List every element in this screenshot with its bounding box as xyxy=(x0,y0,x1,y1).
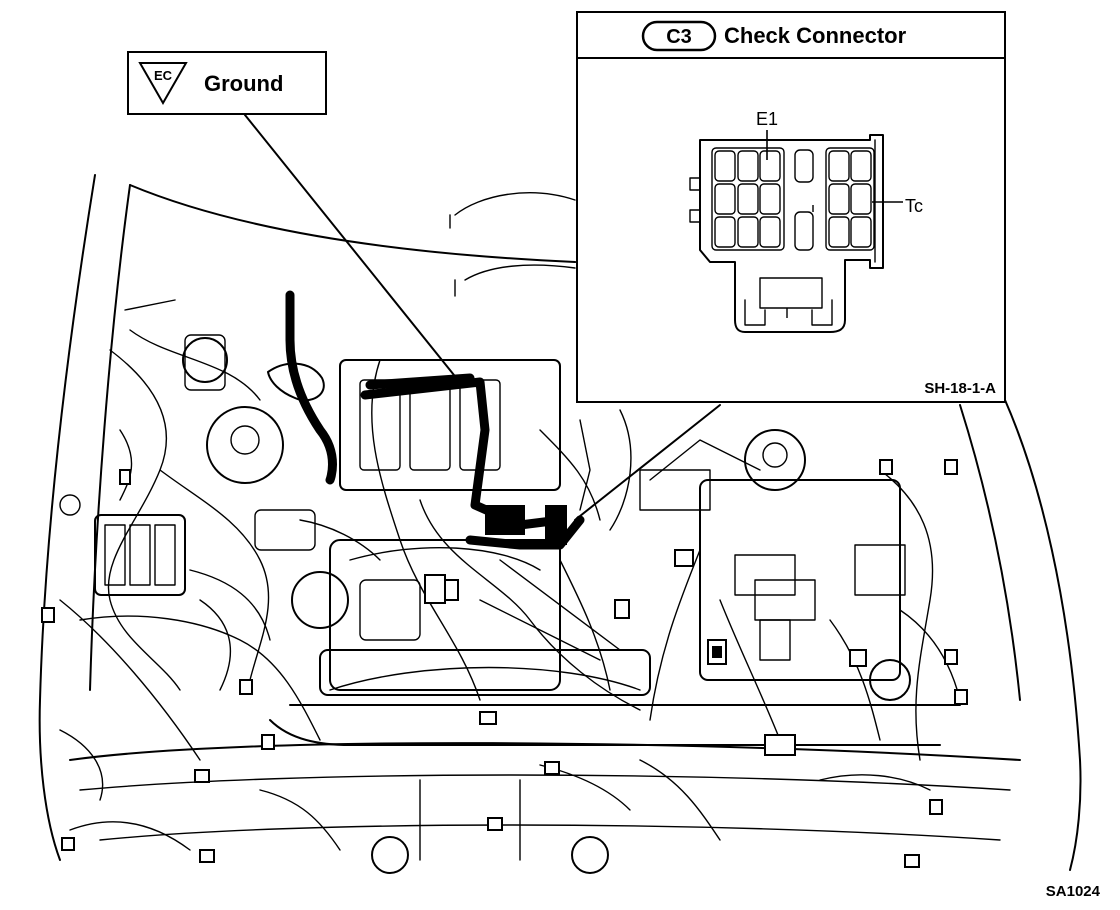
ground-label-text: Ground xyxy=(204,71,283,96)
pin-e1-label: E1 xyxy=(756,109,778,129)
ground-code: EC xyxy=(154,68,173,83)
inset-frame xyxy=(576,11,1006,403)
connector-code: C3 xyxy=(666,26,692,48)
engine-bay-drawing xyxy=(38,174,1082,874)
ground-callout: EC Ground xyxy=(127,51,327,115)
figure-reference: SA1024 xyxy=(1046,883,1101,900)
connector-code-badge xyxy=(641,20,717,52)
ground-leader-line xyxy=(244,114,463,386)
inset-title: Check Connector xyxy=(724,23,907,48)
pin-tc-label: Tc xyxy=(905,196,923,216)
check-connector-inset: C3 Check Connector xyxy=(576,11,1006,403)
ground-triangle-icon xyxy=(138,62,188,106)
connector-face-drawing xyxy=(689,134,884,333)
check-connector-leader-line xyxy=(574,404,721,521)
inset-reference: SH-18-1-A xyxy=(924,380,996,397)
